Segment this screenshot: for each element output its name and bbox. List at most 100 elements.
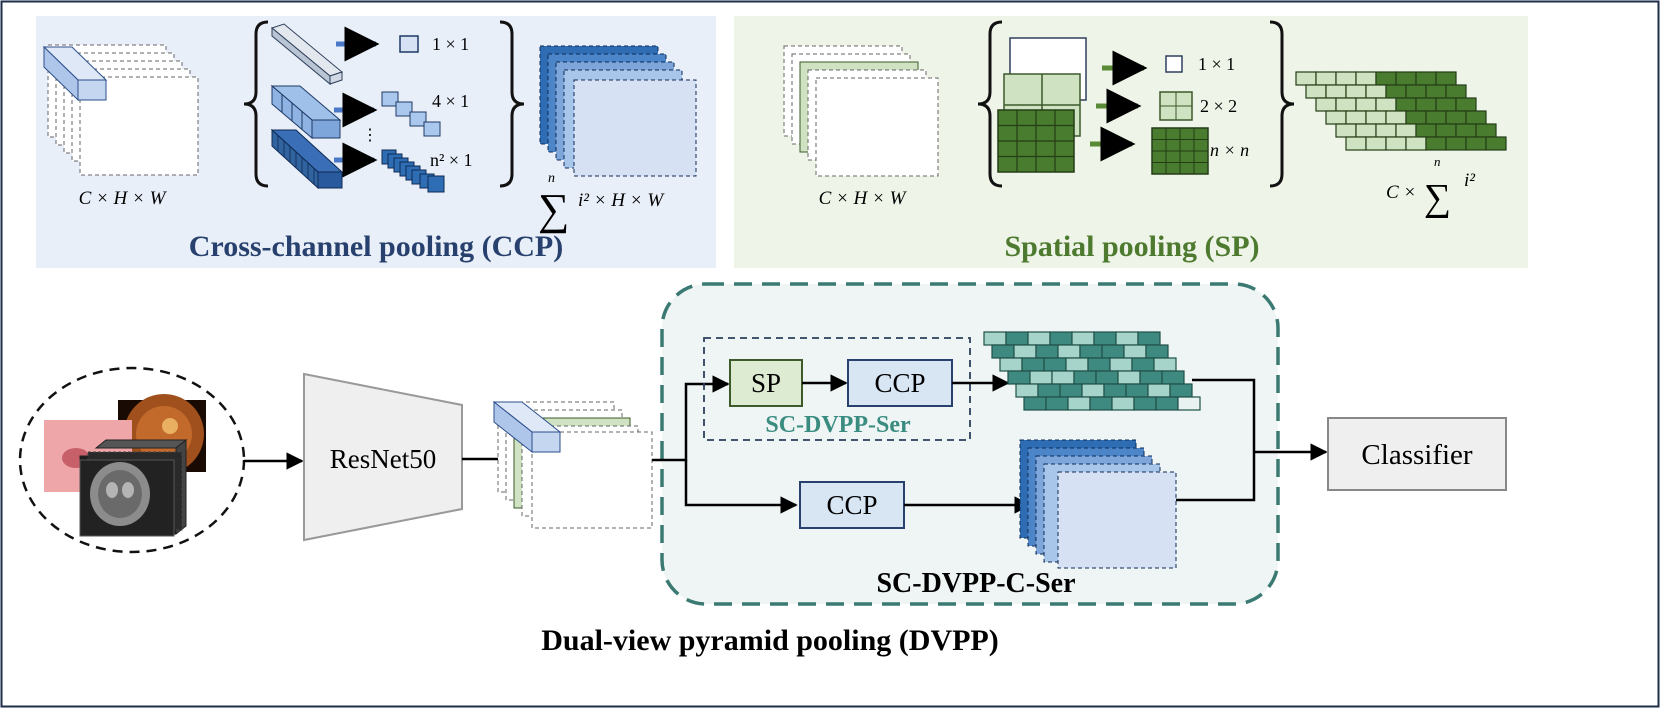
sp-output-suffix: i²	[1464, 170, 1475, 191]
wall-brick	[1345, 110, 1367, 125]
wall-brick	[1415, 97, 1437, 112]
ser-ccp-label: CCP	[874, 368, 925, 398]
wall-brick	[1445, 136, 1467, 151]
wall-brick	[1365, 136, 1387, 151]
wall-brick	[1089, 396, 1113, 411]
wall-brick	[1065, 357, 1089, 372]
wall-brick	[1051, 370, 1075, 385]
wall-brick	[1145, 344, 1169, 359]
ccp-pool-n-label: n² × 1	[430, 150, 473, 170]
wall-brick	[1315, 97, 1337, 112]
sc-dvpp-c-ser-label: SC-DVPP-C-Ser	[876, 568, 1075, 599]
sp-sum-symbol: ∑	[1424, 177, 1451, 219]
sp-pool-1-label: 1 × 1	[1198, 54, 1235, 74]
wall-brick	[1071, 331, 1095, 346]
ccp-left-brace	[243, 20, 269, 188]
wall-brick	[1305, 84, 1327, 99]
wall-brick	[991, 344, 1015, 359]
wall-brick	[1425, 84, 1447, 99]
wall-brick	[1415, 71, 1437, 86]
ser-sp-label: SP	[751, 368, 781, 398]
arrow-to-sp	[652, 375, 730, 462]
wall-brick	[1081, 383, 1105, 398]
ccp-sum-upper: n	[548, 171, 555, 186]
wall-brick	[1133, 396, 1157, 411]
ccp-row-1-bar	[270, 23, 344, 86]
wall-brick	[1023, 396, 1047, 411]
wall-brick	[1325, 84, 1347, 99]
classifier-box	[1327, 417, 1507, 491]
wall-brick	[1137, 331, 1161, 346]
sp-output-prefix: C ×	[1386, 182, 1416, 203]
classifier-label: Classifier	[1361, 439, 1472, 471]
wall-brick	[1365, 110, 1387, 125]
wall-brick	[1345, 136, 1367, 151]
wall-brick	[1325, 110, 1347, 125]
wall-brick	[1355, 71, 1377, 86]
wall-brick	[1455, 97, 1477, 112]
wall-brick	[1093, 331, 1117, 346]
wall-brick	[1335, 71, 1357, 86]
wall-brick	[1109, 357, 1133, 372]
wall-brick	[1375, 97, 1397, 112]
wall-brick	[1043, 357, 1067, 372]
wall-brick	[1045, 396, 1069, 411]
sp-pooled-2x2	[1159, 91, 1193, 121]
sp-right-brace	[1269, 20, 1295, 188]
wall-brick	[1395, 97, 1417, 112]
wall-brick	[1435, 97, 1457, 112]
wall-brick	[1177, 396, 1201, 411]
wall-brick	[1355, 97, 1377, 112]
wall-brick	[1067, 396, 1091, 411]
figure-caption: Dual-view pyramid pooling (DVPP)	[541, 624, 999, 657]
sp-panel-title: Spatial pooling (SP)	[1004, 230, 1259, 263]
wall-brick	[1153, 357, 1177, 372]
ccp-sum-symbol: ∑	[538, 185, 569, 234]
ccp-input-dims: C × H × W	[79, 188, 168, 209]
wall-brick	[1035, 344, 1059, 359]
wall-brick	[1475, 123, 1497, 138]
wall-brick	[1007, 370, 1031, 385]
sp-sum-upper: n	[1434, 154, 1441, 169]
ccp-output-tensor	[539, 45, 697, 177]
sp-pool-2-label: 2 × 2	[1200, 96, 1237, 116]
wall-brick	[1079, 344, 1103, 359]
wall-brick	[1005, 331, 1029, 346]
mri-image	[79, 438, 188, 537]
wall-brick	[1147, 383, 1171, 398]
wall-brick	[1095, 370, 1119, 385]
arrow-to-cser-ccp	[684, 460, 798, 514]
ser-ccp-box	[847, 359, 953, 407]
wall-brick	[1355, 123, 1377, 138]
ccp-panel: C × H × W 1 × 1 4 × 1 ⋮	[36, 16, 716, 268]
wall-brick	[1131, 357, 1155, 372]
ccp-pool-2-label: 4 × 1	[432, 91, 469, 111]
wall-brick	[1103, 383, 1127, 398]
ccp-right-brace	[499, 20, 525, 188]
wall-brick	[1375, 123, 1397, 138]
wall-brick	[1395, 71, 1417, 86]
wall-brick	[1375, 71, 1397, 86]
wall-brick	[1435, 71, 1457, 86]
wall-brick	[1117, 370, 1141, 385]
wall-brick	[1139, 370, 1163, 385]
sp-left-brace	[977, 20, 1003, 188]
wall-brick	[1057, 344, 1081, 359]
input-images-group	[18, 366, 246, 554]
wall-brick	[1335, 97, 1357, 112]
wall-brick	[1161, 370, 1185, 385]
wall-brick	[1405, 136, 1427, 151]
ccp-pool-1-label: 1 × 1	[432, 34, 469, 54]
wall-brick	[1021, 357, 1045, 372]
wall-brick	[1415, 123, 1437, 138]
wall-brick	[1111, 396, 1135, 411]
wall-brick	[983, 331, 1007, 346]
ccp-row-2-bar	[270, 84, 342, 140]
resnet50-label: ResNet50	[330, 444, 436, 474]
sc-dvpp-ser-box	[703, 337, 971, 441]
ccp-row-n-bar	[270, 128, 344, 190]
wall-brick	[1385, 136, 1407, 151]
sp-grid-nxn	[997, 109, 1075, 173]
sp-input-dims: C × H × W	[819, 188, 908, 209]
